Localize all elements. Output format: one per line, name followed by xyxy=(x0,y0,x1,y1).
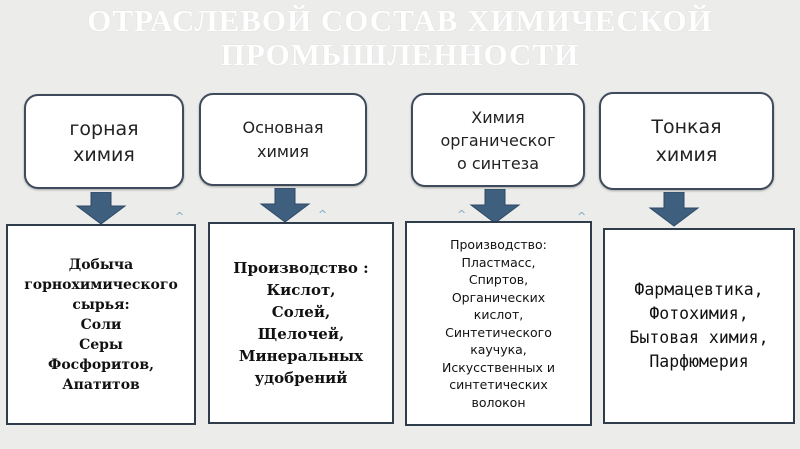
branch-box-fine: Тонкая химия xyxy=(599,92,774,190)
branch-heading-line: Химия xyxy=(471,107,525,127)
branch-heading-line: органическог xyxy=(440,130,556,150)
detail-line: Кислот, xyxy=(266,281,336,299)
caret-icon: ^ xyxy=(318,208,328,221)
detail-line: Фосфоритов, xyxy=(48,356,154,373)
detail-line: Добыча xyxy=(68,256,134,273)
branch-heading-line: Основная xyxy=(242,117,324,137)
down-arrow-icon xyxy=(259,188,311,223)
branch-box-mining: горная химия xyxy=(24,94,184,189)
caret-icon: ^ xyxy=(577,210,587,223)
branch-heading-line: горная xyxy=(69,117,139,140)
detail-line: Апатитов xyxy=(62,376,140,393)
detail-line: Производство: xyxy=(450,237,547,252)
branch-box-basic: Основная химия xyxy=(199,93,367,186)
branch-heading-line: химия xyxy=(73,143,135,166)
caret-icon: ^ xyxy=(457,208,467,221)
title-line-1: ОТРАСЛЕВОЙ СОСТАВ ХИМИЧЕСКОЙ xyxy=(87,3,713,38)
detail-line: сырья: xyxy=(72,296,130,313)
branch-details-organic: Производство: Пластмасс, Спиртов, Органи… xyxy=(405,221,592,426)
branch-heading-line: химия xyxy=(257,141,309,161)
detail-line: Щелочей, xyxy=(257,325,345,343)
detail-line: Парфюмерия xyxy=(649,352,749,371)
detail-line: кислот, xyxy=(473,307,524,322)
detail-line: Фармацевтика, xyxy=(634,280,764,299)
detail-line: волокон xyxy=(471,394,526,410)
detail-line: Искусственных и xyxy=(442,359,555,375)
detail-line: удобрений xyxy=(254,369,348,387)
title-line-2: ПРОМЫШЛЕННОСТИ xyxy=(220,37,580,72)
detail-line: Бытовая химия, xyxy=(629,328,769,347)
down-arrow-icon xyxy=(75,192,127,225)
detail-line: Соли xyxy=(80,316,122,333)
detail-line: каучука, xyxy=(470,342,527,357)
detail-line: Серы xyxy=(79,336,123,353)
detail-line: Синтетического xyxy=(445,324,552,340)
down-arrow-icon xyxy=(469,189,521,224)
detail-line: синтетических xyxy=(449,377,548,392)
branch-heading-line: о синтеза xyxy=(456,153,539,173)
branch-details-fine: Фармацевтика, Фотохимия, Бытовая химия, … xyxy=(603,228,795,424)
branch-heading-line: Тонкая xyxy=(651,116,722,138)
detail-line: Фотохимия, xyxy=(649,304,749,323)
slide-title: ОТРАСЛЕВОЙ СОСТАВ ХИМИЧЕСКОЙ ПРОМЫШЛЕННО… xyxy=(0,4,800,72)
branch-box-organic: Химия органическог о синтеза xyxy=(411,93,585,187)
branch-details-basic: Производство : Кислот, Солей, Щелочей, М… xyxy=(208,222,394,424)
detail-line: горнохимического xyxy=(24,276,178,293)
down-arrow-icon xyxy=(648,192,700,227)
detail-line: Спиртов, xyxy=(468,272,529,287)
detail-line: Производство : xyxy=(233,259,369,277)
caret-icon: ^ xyxy=(175,210,185,223)
detail-line: Солей, xyxy=(271,303,331,321)
detail-line: Минеральных xyxy=(238,347,364,365)
detail-line: Органических xyxy=(451,289,546,305)
detail-line: Пластмасс, xyxy=(461,254,536,270)
branch-details-mining: Добыча горнохимического сырья: Соли Серы… xyxy=(6,224,196,425)
branch-heading-line: химия xyxy=(655,144,718,166)
